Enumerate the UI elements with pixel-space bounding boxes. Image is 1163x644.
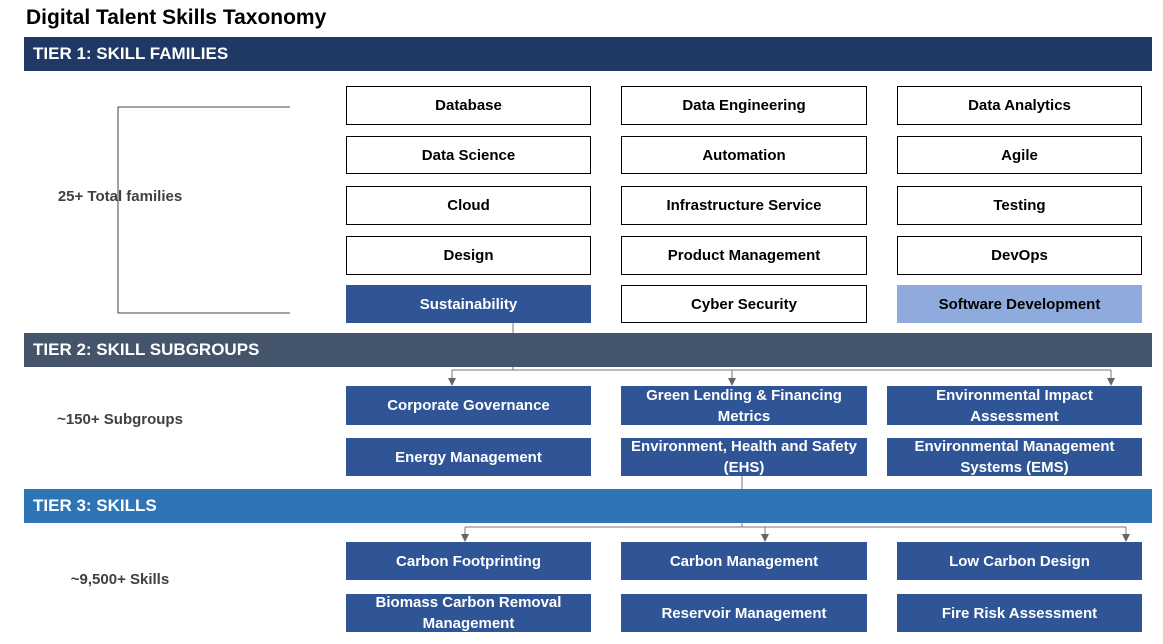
tier1-count-label: 25+ Total families <box>57 188 183 205</box>
skill-box[interactable]: Biomass Carbon Removal Management <box>346 594 591 632</box>
tier3-count-label: ~9,500+ Skills <box>70 571 170 588</box>
family-box-sustainability[interactable]: Sustainability <box>346 285 591 323</box>
tier2-header: TIER 2: SKILL SUBGROUPS <box>24 333 1152 367</box>
tier1-header: TIER 1: SKILL FAMILIES <box>24 37 1152 71</box>
page-title: Digital Talent Skills Taxonomy <box>26 6 327 29</box>
subgroup-box[interactable]: Environmental Management Systems (EMS) <box>887 438 1142 476</box>
skill-box[interactable]: Fire Risk Assessment <box>897 594 1142 632</box>
family-box[interactable]: DevOps <box>897 236 1142 275</box>
family-box[interactable]: Agile <box>897 136 1142 174</box>
family-box[interactable]: Data Science <box>346 136 591 174</box>
skill-box[interactable]: Carbon Management <box>621 542 867 580</box>
subgroup-box[interactable]: Energy Management <box>346 438 591 476</box>
family-box[interactable]: Data Analytics <box>897 86 1142 125</box>
family-box[interactable]: Database <box>346 86 591 125</box>
skill-box[interactable]: Carbon Footprinting <box>346 542 591 580</box>
family-box[interactable]: Product Management <box>621 236 867 275</box>
tier1-bracket <box>117 106 290 314</box>
family-box[interactable]: Testing <box>897 186 1142 225</box>
family-box[interactable]: Automation <box>621 136 867 174</box>
family-box[interactable]: Infrastructure Service <box>621 186 867 225</box>
family-box[interactable]: Data Engineering <box>621 86 867 125</box>
tier2-count-label: ~150+ Subgroups <box>57 411 183 428</box>
subgroup-box[interactable]: Environment, Health and Safety (EHS) <box>621 438 867 476</box>
family-box[interactable]: Cyber Security <box>621 285 867 323</box>
tier3-header: TIER 3: SKILLS <box>24 489 1152 523</box>
subgroup-box[interactable]: Green Lending & Financing Metrics <box>621 386 867 425</box>
family-box-software-development[interactable]: Software Development <box>897 285 1142 323</box>
family-box[interactable]: Cloud <box>346 186 591 225</box>
subgroup-box[interactable]: Environmental Impact Assessment <box>887 386 1142 425</box>
family-box[interactable]: Design <box>346 236 591 275</box>
skill-box[interactable]: Low Carbon Design <box>897 542 1142 580</box>
skill-box[interactable]: Reservoir Management <box>621 594 867 632</box>
subgroup-box[interactable]: Corporate Governance <box>346 386 591 425</box>
